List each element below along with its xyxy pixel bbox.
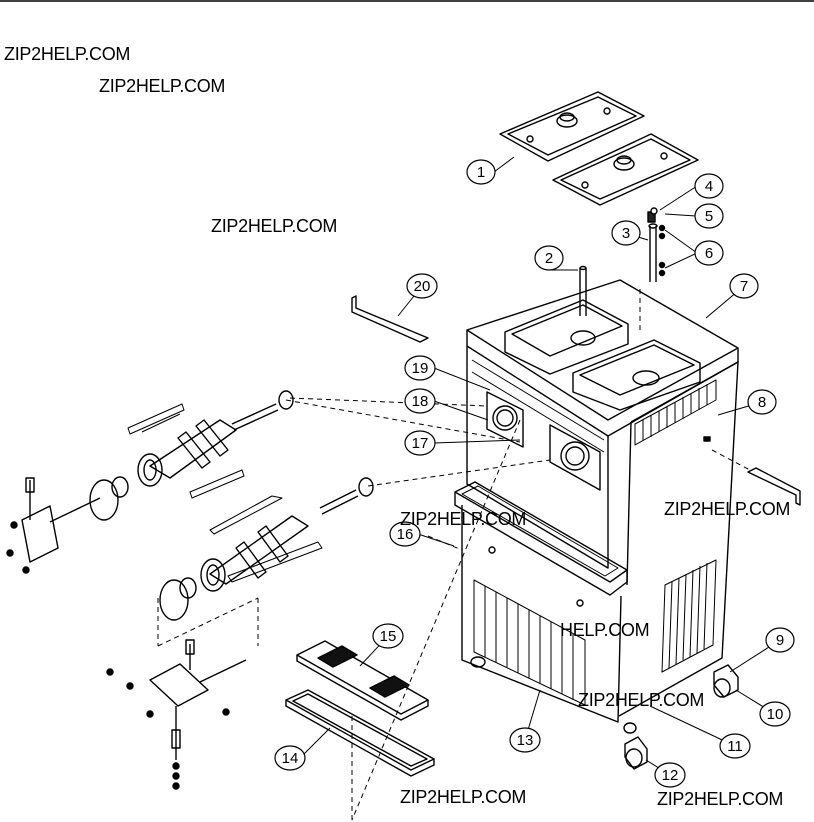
callout-label: 13 (517, 732, 534, 749)
callout-label: 3 (622, 225, 630, 242)
callout-6: 6 (694, 240, 724, 266)
side-trim-left (351, 295, 429, 343)
callout-label: 9 (776, 632, 784, 649)
hopper-cover-left (499, 91, 645, 162)
callout-4: 4 (694, 173, 724, 199)
caster-front (624, 736, 648, 770)
scraper-blades (127, 403, 323, 583)
callout-15: 15 (372, 623, 404, 649)
cabinet-side-panel (618, 361, 739, 717)
callout-13: 13 (509, 727, 541, 753)
callout-label: 6 (705, 245, 713, 262)
callout-label: 12 (662, 767, 679, 784)
callout-label: 16 (397, 526, 414, 543)
callout-label: 11 (727, 738, 743, 755)
callout-label: 15 (380, 628, 397, 645)
callout-18: 18 (404, 388, 436, 414)
beater-assembly-lower (179, 515, 309, 599)
callout-8: 8 (747, 389, 777, 415)
watermark-text: ZIP2HELP.COM (4, 44, 131, 64)
callout-9: 9 (765, 627, 795, 653)
cabinet-front-upper (454, 346, 628, 596)
watermark-text: ZIP2HELP.COM (211, 216, 338, 236)
callout-label: 1 (477, 164, 485, 181)
drive-shafts (231, 390, 374, 515)
o-rings (89, 479, 189, 621)
watermark-text: HELP.COM (560, 620, 650, 640)
callout-17: 17 (404, 430, 436, 456)
watermark-text: ZIP2HELP.COM (578, 690, 705, 710)
air-tube-assembly (647, 207, 666, 282)
watermark-text: ZIP2HELP.COM (657, 789, 784, 809)
callout-label: 5 (705, 208, 713, 225)
callout-11: 11 (719, 733, 751, 759)
callout-label: 2 (545, 250, 553, 267)
callout-label: 4 (705, 178, 713, 195)
drip-tray-cover (296, 640, 429, 721)
side-trim-right (747, 467, 801, 506)
callout-label: 20 (414, 278, 431, 295)
callout-20: 20 (406, 273, 438, 299)
watermark-text: ZIP2HELP.COM (400, 787, 527, 807)
caster-rear (713, 664, 739, 698)
freezer-door-upper (6, 477, 101, 574)
callout-5: 5 (694, 203, 724, 229)
callout-1: 1 (466, 159, 496, 185)
callout-label: 17 (412, 435, 429, 452)
callout-16: 16 (389, 521, 421, 547)
watermark-text: ZIP2HELP.COM (99, 76, 226, 96)
guide-lines (157, 286, 751, 821)
callout-label: 7 (740, 278, 748, 295)
freezer-door-lower (106, 639, 247, 790)
callout-label: 18 (412, 393, 429, 410)
callout-label: 8 (758, 394, 766, 411)
callout-label: 14 (282, 750, 299, 767)
callout-7: 7 (729, 273, 759, 299)
callout-3: 3 (611, 220, 641, 246)
beater-assembly-upper (111, 419, 237, 498)
hopper-cover-right (552, 133, 699, 206)
watermark-text: ZIP2HELP.COM (664, 499, 791, 519)
callout-2: 2 (534, 245, 564, 271)
callout-14: 14 (274, 745, 306, 771)
drip-tray (285, 689, 435, 777)
watermark-text: ZIP2HELP.COM (400, 509, 527, 529)
callout-19: 19 (404, 355, 436, 381)
callout-12: 12 (654, 762, 686, 788)
callout-10: 10 (759, 701, 791, 727)
callout-label: 10 (767, 706, 784, 723)
callout-label: 19 (412, 360, 429, 377)
